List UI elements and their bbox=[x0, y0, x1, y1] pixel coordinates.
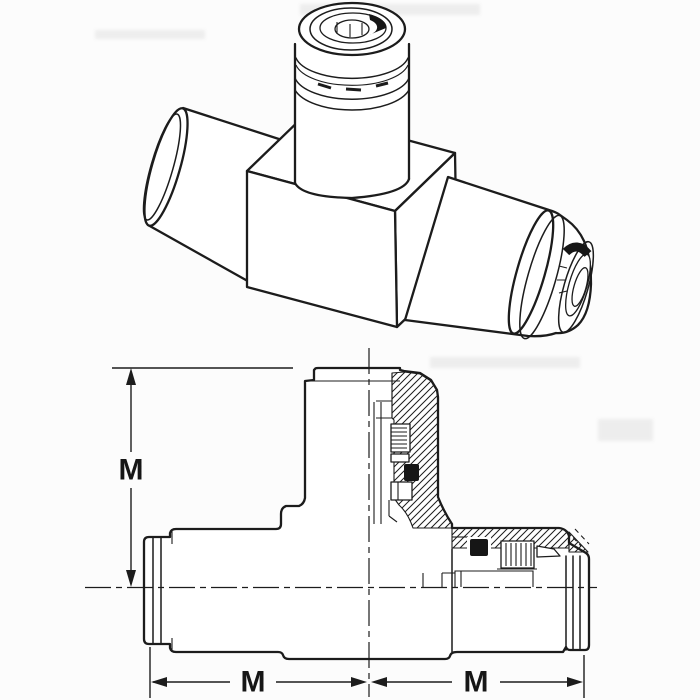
left-cap-ring-lines bbox=[152, 536, 162, 645]
collet-teeth-lines-right bbox=[505, 543, 532, 566]
arrowhead-left bbox=[151, 677, 167, 687]
release-ring-gap-shading bbox=[317, 81, 389, 92]
arrowhead-right-2 bbox=[567, 677, 583, 687]
collet-teeth-ticks bbox=[336, 22, 363, 37]
right-port-teeth-ticks bbox=[557, 265, 568, 294]
section-break-edge bbox=[566, 528, 590, 547]
right-port-cylinder bbox=[403, 175, 595, 340]
top-port-cylinder bbox=[293, 1, 411, 200]
arrowhead-down bbox=[126, 570, 136, 587]
release-ring-ridge-2 bbox=[295, 64, 409, 86]
width-right-dim-label: M bbox=[464, 666, 489, 699]
right-end-cap bbox=[565, 555, 581, 651]
left-port-top-edge bbox=[181, 106, 284, 142]
section-view: M M M bbox=[85, 348, 597, 699]
collet-sleeve-lines bbox=[376, 373, 393, 419]
seal-support-ring bbox=[390, 481, 413, 501]
hatch-break-corner bbox=[568, 531, 589, 553]
scan-artifact bbox=[430, 357, 580, 368]
section-hatching bbox=[391, 371, 589, 553]
dimension-height: M bbox=[112, 367, 293, 587]
right-port-hole bbox=[571, 267, 589, 307]
left-port-exterior bbox=[152, 530, 173, 652]
collet-teeth-lines bbox=[391, 427, 407, 449]
left-port-end-cap bbox=[143, 107, 189, 227]
dimensions: M M M bbox=[112, 367, 585, 699]
bore-step-lines bbox=[388, 482, 399, 523]
height-dim-label: M bbox=[119, 454, 144, 487]
right-port-ring-2 bbox=[519, 214, 565, 340]
left-port-end-cap-ring bbox=[142, 113, 182, 221]
scan-artifact bbox=[300, 4, 480, 15]
dimension-width-right: M bbox=[371, 655, 585, 699]
top-port-body-fill bbox=[295, 42, 409, 198]
collet-claw bbox=[536, 545, 561, 558]
release-ring-ridge-1 bbox=[295, 57, 409, 80]
washer-outline bbox=[454, 570, 534, 587]
tube-bore-lines bbox=[373, 402, 382, 524]
release-ring-ridge-3 bbox=[294, 77, 410, 100]
top-port-internals bbox=[305, 373, 419, 524]
arrowhead-right bbox=[351, 677, 367, 687]
isometric-view bbox=[142, 1, 595, 340]
scan-artifacts bbox=[95, 4, 653, 441]
scan-artifact bbox=[598, 419, 653, 441]
right-cap-ring-lines bbox=[565, 555, 581, 651]
right-port-tip-rim bbox=[557, 240, 595, 334]
o-ring-top-port bbox=[404, 464, 419, 481]
cap-bottom-ridge bbox=[294, 89, 410, 111]
collet-teeth-block bbox=[390, 423, 411, 453]
arrowhead-left-2 bbox=[371, 677, 387, 687]
left-port-bottom-edge bbox=[146, 223, 255, 286]
collet-cap-inner-ring bbox=[309, 7, 393, 51]
dimension-width-left: M bbox=[149, 647, 367, 699]
section-body-outline bbox=[142, 366, 591, 661]
centerlines bbox=[85, 348, 597, 697]
arrowhead-up bbox=[126, 368, 136, 385]
counterbore-steps bbox=[422, 572, 455, 587]
top-port-base-arc bbox=[293, 177, 411, 200]
right-port-internals bbox=[422, 528, 590, 653]
bore-hole bbox=[334, 19, 370, 39]
width-left-dim-label: M bbox=[241, 666, 266, 699]
right-port-shadow-crescent bbox=[562, 242, 592, 258]
collet-collar bbox=[390, 453, 410, 463]
bore-shadow-crescent bbox=[369, 14, 387, 35]
right-port-ring-1 bbox=[507, 209, 555, 335]
o-ring-right-port bbox=[470, 539, 488, 556]
scan-artifact bbox=[95, 30, 205, 39]
